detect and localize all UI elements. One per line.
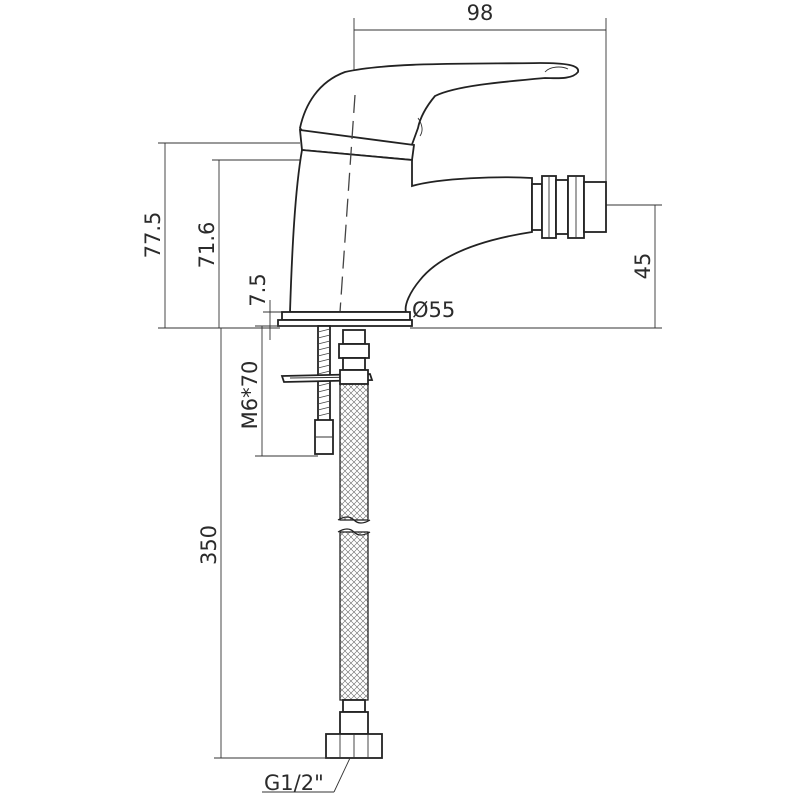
- base-plate: [281, 311, 411, 321]
- faucet-column: [289, 149, 533, 313]
- dimension-45: 45: [410, 204, 662, 329]
- center-axis: [339, 94, 356, 313]
- dimension-diameter-55: Ø55: [412, 298, 455, 322]
- faucet-body: [277, 62, 607, 327]
- dimension-7-5: 7.5: [246, 273, 283, 340]
- dim-label-g12: G1/2": [264, 771, 324, 795]
- hose-top-fitting: [342, 329, 366, 345]
- dim-label-98: 98: [467, 1, 494, 25]
- dim-label-diameter: Ø55: [412, 298, 455, 322]
- dimension-77-5: 77.5: [141, 142, 300, 329]
- dim-label-77-5: 77.5: [141, 212, 165, 259]
- hose-braid-upper: [339, 383, 369, 521]
- hose-braid-lower: [339, 531, 369, 701]
- dimension-71-6: 71.6: [195, 159, 300, 328]
- dim-label-71-6: 71.6: [195, 222, 219, 269]
- outlet-nozzle: [531, 175, 607, 239]
- base-gasket: [277, 319, 413, 327]
- flexible-hose: [325, 329, 383, 759]
- dimension-98: 98: [353, 1, 607, 200]
- dimension-350: 350: [197, 327, 330, 759]
- callout-g12: G1/2": [262, 757, 351, 795]
- dim-label-350: 350: [197, 525, 221, 565]
- dim-label-7-5: 7.5: [246, 273, 270, 306]
- dim-label-45: 45: [631, 253, 655, 280]
- lever-handle: [299, 62, 579, 151]
- dim-label-m6x70: M6*70: [238, 361, 262, 430]
